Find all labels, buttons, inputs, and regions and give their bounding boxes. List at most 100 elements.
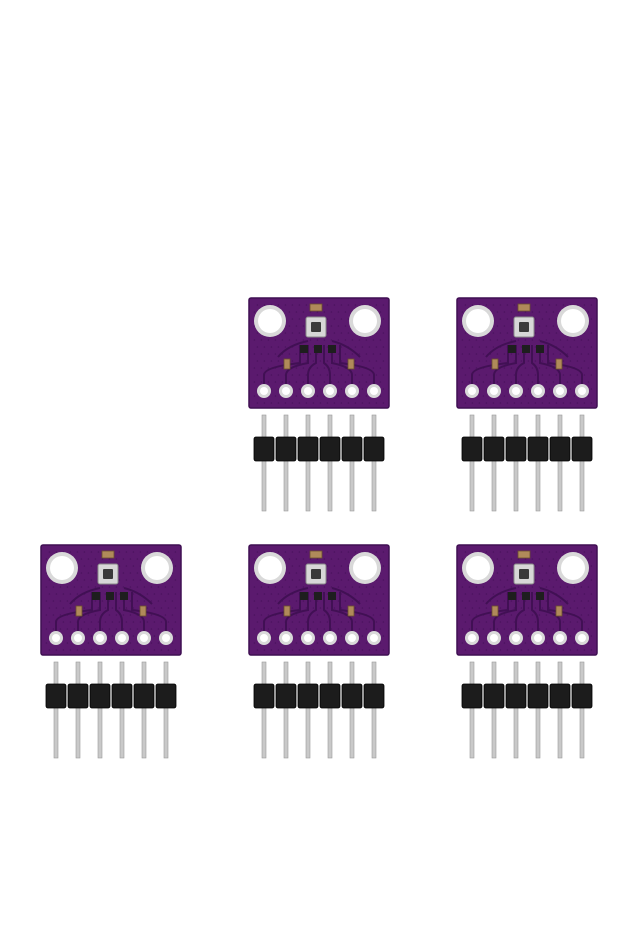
header-block-2 <box>67 683 89 709</box>
header-block-5 <box>549 683 571 709</box>
header-block-4 <box>111 683 133 709</box>
pin-hole-4 <box>326 634 334 642</box>
resistor <box>139 605 147 617</box>
header-block-3 <box>89 683 111 709</box>
module-drawing <box>40 544 182 759</box>
header-block-3 <box>297 683 319 709</box>
pin-hole-2 <box>282 387 290 395</box>
header-pin-1 <box>261 414 267 512</box>
resistor <box>283 605 291 617</box>
resistor <box>491 358 499 370</box>
smd-part-1 <box>92 592 100 600</box>
mounting-hole-2 <box>561 556 585 580</box>
header-pin-5 <box>141 661 147 759</box>
pin-hole-3 <box>304 387 312 395</box>
header-block-1 <box>253 436 275 462</box>
header-pin-4 <box>535 661 541 759</box>
pin-hole-6 <box>162 634 170 642</box>
mounting-hole-1 <box>258 309 282 333</box>
sensor-chip-window <box>519 569 529 579</box>
pin-hole-6 <box>578 387 586 395</box>
pin-hole-3 <box>96 634 104 642</box>
header-pin-1 <box>469 414 475 512</box>
header-pin-4 <box>535 414 541 512</box>
header-pin-2 <box>283 661 289 759</box>
header-block-4 <box>527 683 549 709</box>
resistor <box>75 605 83 617</box>
header-pin-4 <box>327 661 333 759</box>
mounting-hole-1 <box>258 556 282 580</box>
header-pin-6 <box>579 661 585 759</box>
pin-hole-1 <box>260 634 268 642</box>
smd-part-2 <box>522 592 530 600</box>
pin-hole-4 <box>326 387 334 395</box>
header-pin-4 <box>327 414 333 512</box>
smd-part-1 <box>300 592 308 600</box>
pin-hole-5 <box>348 387 356 395</box>
header-pin-6 <box>371 414 377 512</box>
mounting-hole-2 <box>353 556 377 580</box>
header-pin-5 <box>557 661 563 759</box>
header-pin-5 <box>349 414 355 512</box>
header-block-1 <box>253 683 275 709</box>
header-pin-6 <box>579 414 585 512</box>
pin-hole-6 <box>370 634 378 642</box>
header-block-4 <box>319 683 341 709</box>
smd-part-3 <box>120 592 128 600</box>
smd-part-1 <box>300 345 308 353</box>
resistor <box>555 358 563 370</box>
mounting-hole-2 <box>561 309 585 333</box>
header-pin-6 <box>371 661 377 759</box>
mounting-hole-1 <box>466 309 490 333</box>
pin-hole-5 <box>556 634 564 642</box>
smd-part-2 <box>314 345 322 353</box>
pin-hole-5 <box>556 387 564 395</box>
header-block-2 <box>483 683 505 709</box>
smd-part-2 <box>106 592 114 600</box>
pcb-traces <box>471 587 583 634</box>
header-block-6 <box>155 683 177 709</box>
header-block-3 <box>505 683 527 709</box>
header-block-1 <box>461 436 483 462</box>
smd-part-3 <box>328 345 336 353</box>
header-pin-3 <box>513 414 519 512</box>
header-block-5 <box>549 436 571 462</box>
module-drawing <box>456 297 598 512</box>
header-block-3 <box>297 436 319 462</box>
header-pin-5 <box>557 414 563 512</box>
header-block-5 <box>341 436 363 462</box>
smd-part-3 <box>536 592 544 600</box>
header-block-5 <box>341 683 363 709</box>
module-drawing <box>248 544 390 759</box>
pin-hole-2 <box>490 634 498 642</box>
sensor-module-2 <box>456 297 598 512</box>
capacitor <box>309 550 323 559</box>
pin-hole-3 <box>304 634 312 642</box>
mounting-hole-2 <box>353 309 377 333</box>
smd-part-3 <box>328 592 336 600</box>
header-block-5 <box>133 683 155 709</box>
capacitor <box>517 550 531 559</box>
header-pin-1 <box>261 661 267 759</box>
header-pin-6 <box>163 661 169 759</box>
module-drawing <box>456 544 598 759</box>
smd-part-2 <box>314 592 322 600</box>
capacitor <box>309 303 323 312</box>
sensor-module-5 <box>456 544 598 759</box>
pin-hole-2 <box>282 634 290 642</box>
pin-hole-3 <box>512 634 520 642</box>
resistor <box>283 358 291 370</box>
pin-hole-4 <box>534 387 542 395</box>
header-block-3 <box>505 436 527 462</box>
pin-hole-4 <box>118 634 126 642</box>
pin-hole-2 <box>490 387 498 395</box>
smd-part-1 <box>508 592 516 600</box>
resistor <box>347 358 355 370</box>
smd-part-2 <box>522 345 530 353</box>
sensor-module-4 <box>248 544 390 759</box>
header-block-6 <box>571 436 593 462</box>
header-block-2 <box>483 436 505 462</box>
module-drawing <box>248 297 390 512</box>
pin-hole-3 <box>512 387 520 395</box>
